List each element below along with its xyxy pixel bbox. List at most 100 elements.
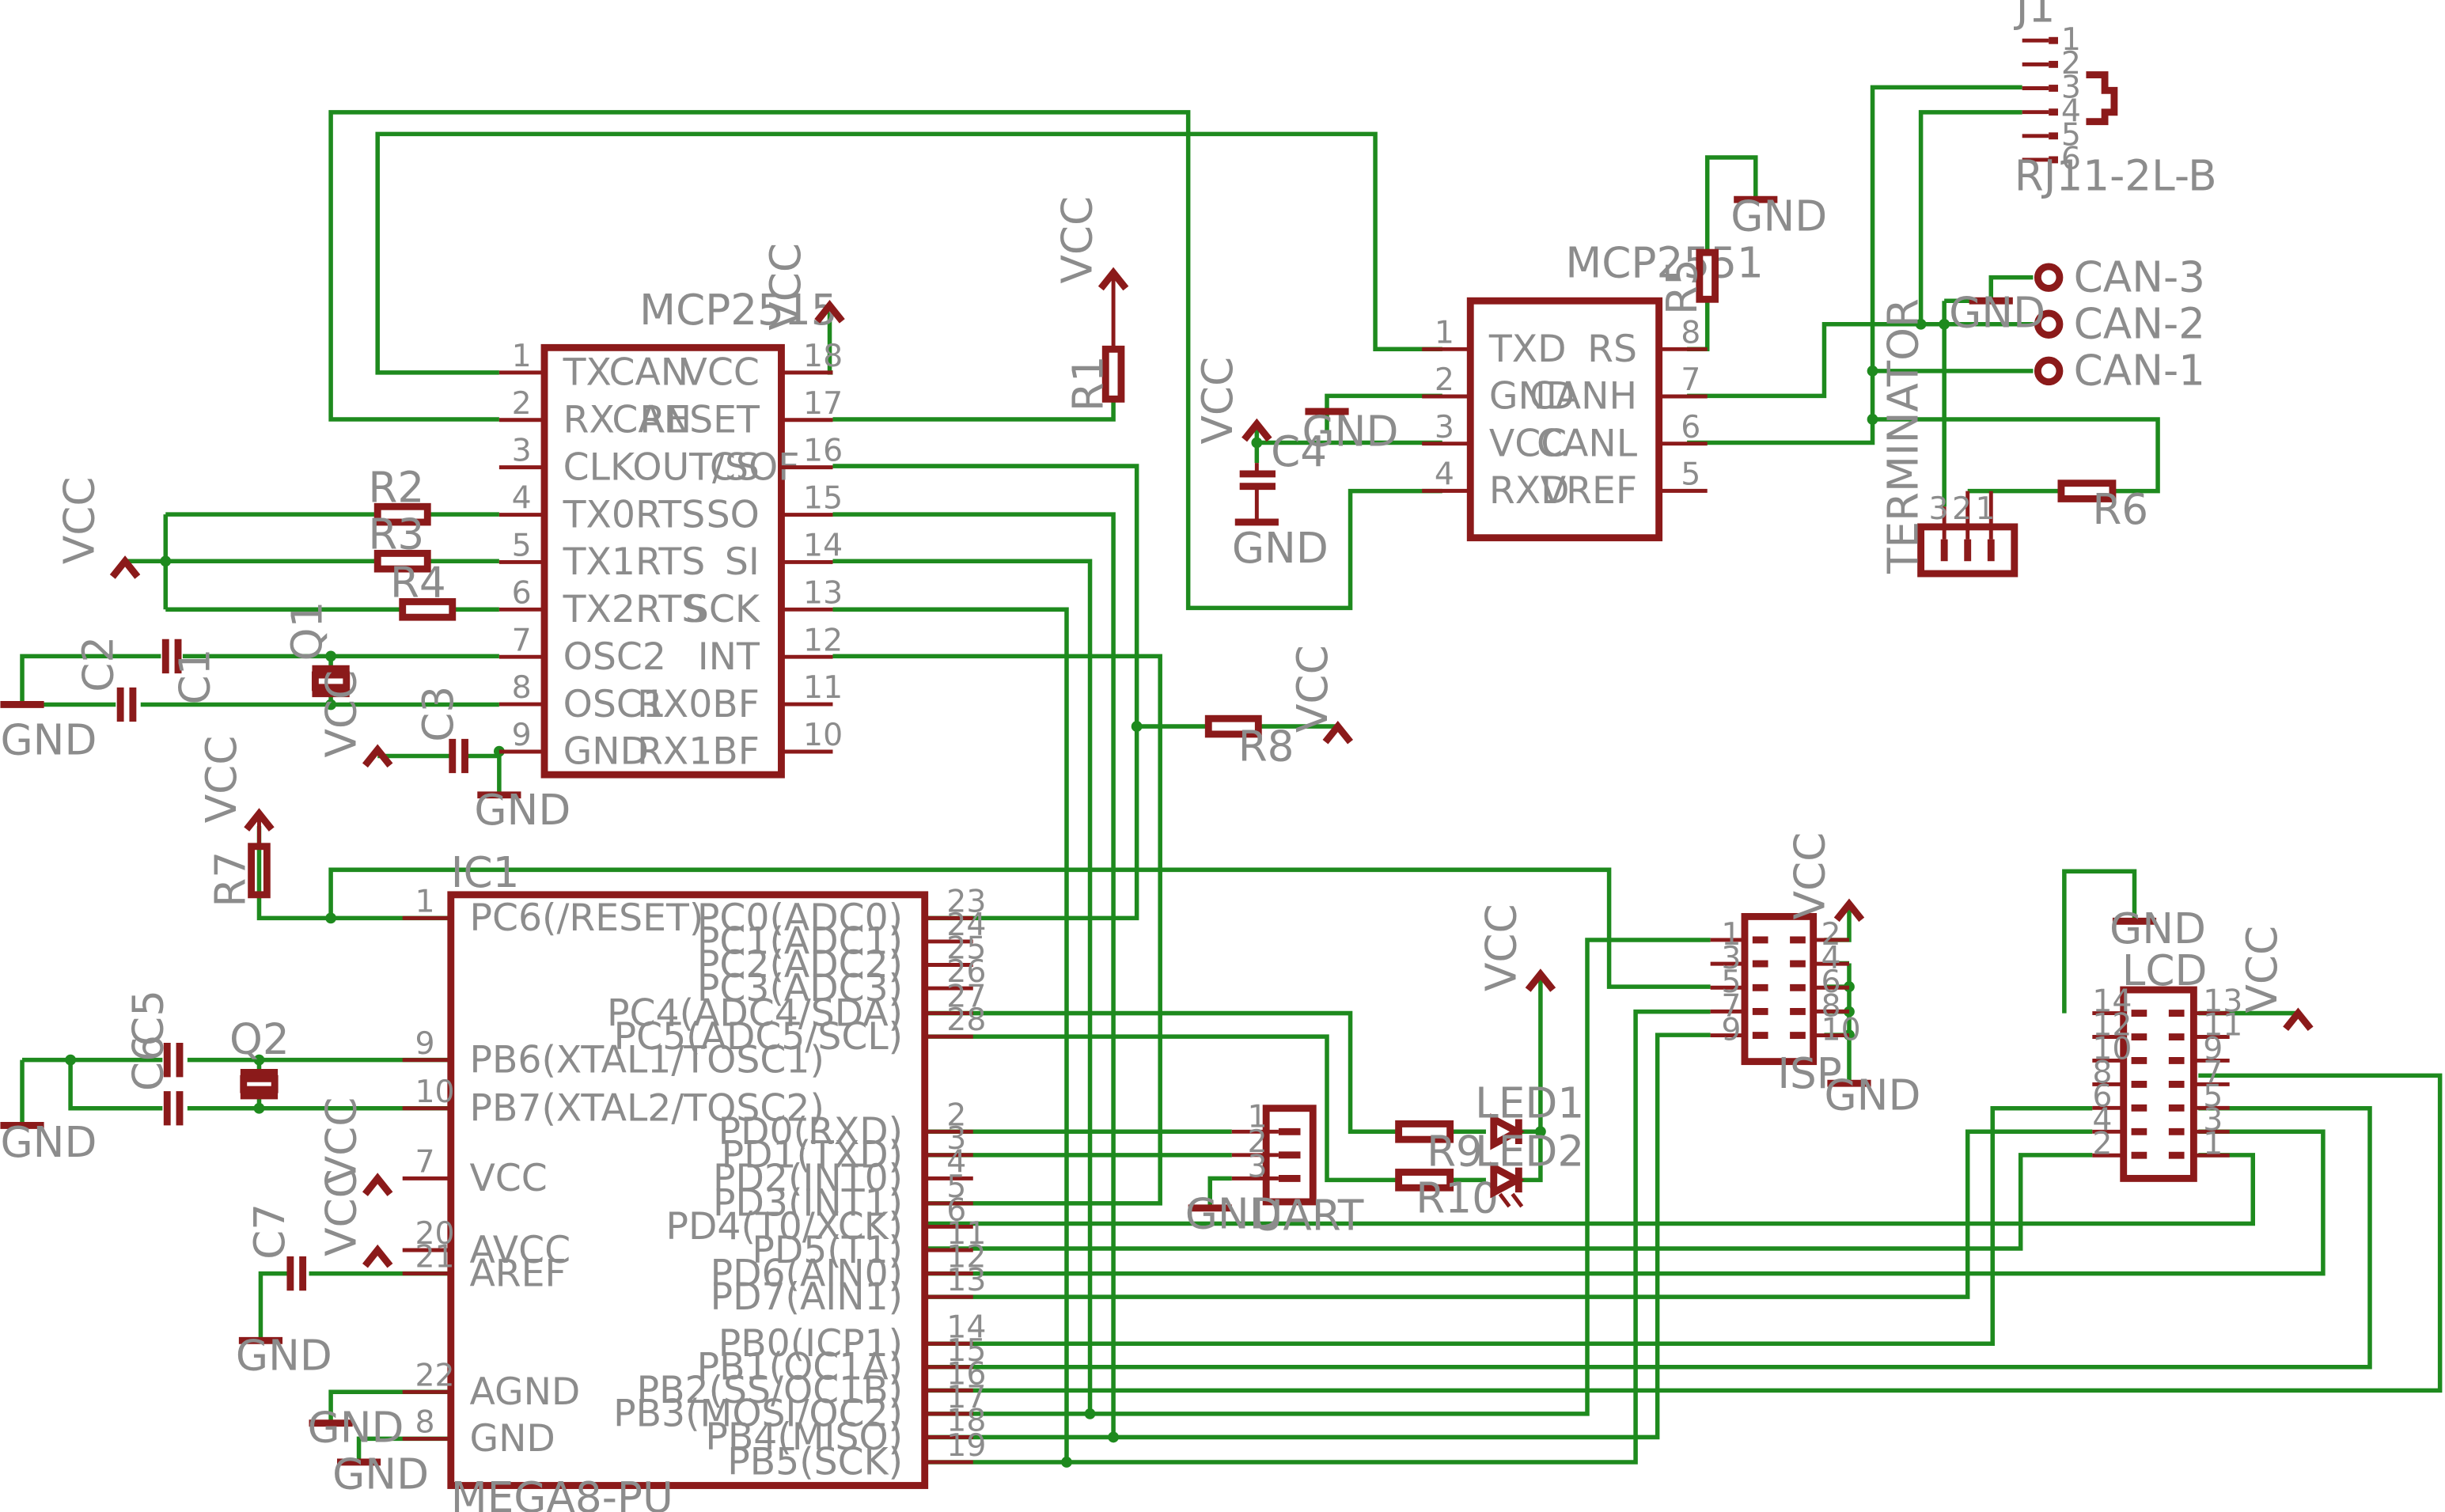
wire-led1 [926, 974, 1543, 1135]
lcd-label: LCD [2122, 946, 2208, 995]
resistor-r4: R4 [390, 559, 457, 621]
isp-pin-5: 5 [1721, 964, 1741, 1000]
lcd-pin-1: 1 [2203, 1125, 2223, 1161]
chip-ic1-pin-22-number: 22 [415, 1357, 454, 1393]
jack-j1-ref: J1 [2014, 0, 2056, 32]
chip-mcp2515-pin-16-signal: CS [710, 445, 760, 489]
chip-ic1-pin-26-number: 26 [946, 953, 986, 990]
resistor-r5-label: R5 [1658, 259, 1707, 315]
chip-ic1-pin-4-number: 4 [946, 1144, 966, 1180]
chip-mcp2551-pin-8-signal: RS [1587, 328, 1637, 371]
lcd-pin-11: 11 [2203, 1007, 2242, 1044]
jack-j1-pin-3: 3 [2061, 69, 2081, 105]
vcc-symbol-1 [814, 300, 845, 324]
chip-ic1-pin-2-number: 2 [946, 1097, 966, 1133]
lcd-pin-8: 8 [2092, 1054, 2112, 1090]
lcd-pin-4: 4 [2092, 1101, 2112, 1138]
capacitor-c6-label: C6 [123, 1035, 172, 1091]
terminal-can-2: CAN-2 [2074, 300, 2205, 349]
chip-ic1-pin-16-number: 16 [946, 1355, 986, 1392]
chip-mcp2551-pin-4-signal: RXD [1489, 469, 1570, 513]
resistor-r3: R3 [368, 510, 431, 573]
capacitor-c7: C7 [245, 1203, 307, 1291]
gnd-symbol-11-label: GND [1185, 1189, 1282, 1238]
chip-mcp2551-pin-2-number: 2 [1435, 362, 1454, 398]
lcd-pin-9: 9 [2203, 1030, 2223, 1067]
wire-canh [1687, 322, 2034, 507]
lcd-pin-6: 6 [2092, 1078, 2112, 1114]
lcd-pin-10: 10 [2092, 1030, 2132, 1067]
chip-mcp2551-pin-5-signal: VREF [1541, 469, 1637, 513]
isp-pin-10: 10 [1821, 1011, 1861, 1048]
chip-ic1-pin-14-number: 14 [946, 1309, 986, 1345]
lcd-pin-14: 14 [2092, 983, 2132, 1020]
gnd-symbol-4-label: GND [1302, 407, 1398, 456]
resistor-r7-label: R7 [207, 851, 256, 908]
terminator-pin-3: 3 [1928, 491, 1948, 527]
chip-ic1-pin-26-signal: PC3(ADC3) [697, 967, 903, 1010]
chip-ic1-pin-25-signal: PC2(ADC2) [697, 943, 903, 987]
vcc-symbol-4-label: VCC [197, 736, 246, 824]
chip-mcp2515-pin-2-number: 2 [512, 385, 532, 422]
isp-pin-7: 7 [1721, 987, 1741, 1024]
junctions [65, 318, 1950, 1468]
chip-ic1-pin-6-number: 6 [946, 1192, 966, 1229]
chip-mcp2515-pin-3-number: 3 [512, 433, 532, 469]
gnd-symbol-10-label: GND [332, 1449, 429, 1499]
resistor-r2-label: R2 [368, 463, 424, 512]
resistor-r10-label: R10 [1416, 1174, 1499, 1223]
crystals: Q1 Q2 [229, 601, 351, 1100]
wire-mcp-reset [832, 402, 1116, 422]
chip-mcp2515-name: MCP2515 [639, 286, 837, 335]
chip-mcp2515-pin-6-signal: TX2RTS [563, 588, 706, 631]
terminal-can-1: CAN-1 [2074, 347, 2205, 396]
terminator-jumper: 3 2 1 TERMINATOR [1879, 298, 2019, 578]
chip-ic1-pin-18-signal: PB4(MISO) [705, 1415, 903, 1459]
chip-ic1-pin-23-number: 23 [946, 884, 986, 920]
chip-mcp2515-pin-16-number: 16 [803, 433, 843, 469]
can-terminals: CAN-3 CAN-2 CAN-1 [2034, 252, 2205, 396]
terminator-label: TERMINATOR [1879, 298, 1928, 574]
chip-ic1-pin-7-signal: VCC [469, 1157, 547, 1200]
chip-mcp2515-pin-13-signal: SCK [685, 588, 760, 631]
chip-ic1-pin-14-signal: PB0(ICP1) [718, 1322, 903, 1366]
capacitor-c3-label: C3 [414, 686, 463, 742]
gnd-symbol-12-label: GND [1824, 1071, 1920, 1120]
isp-pin-4: 4 [1821, 940, 1841, 976]
chip-ic1-pin-15-number: 15 [946, 1332, 986, 1369]
resistor-r6-label: R6 [2092, 485, 2148, 534]
chip-ic1-pin-24-signal: PC1(ADC1) [697, 920, 903, 964]
resistors: R1 R2 R3 R4 R5 R6 R7 R8 [207, 248, 2148, 1223]
chip-ic1-pin-20-signal: AVCC [469, 1229, 570, 1272]
capacitor-c5: C5 [123, 990, 184, 1078]
wire-lcd [926, 869, 2443, 1393]
resistor-r6: R6 [2057, 479, 2148, 534]
vcc-symbol-8 [1525, 968, 1556, 992]
uart-header: 1 2 3 UART [1231, 1098, 1364, 1240]
wire-canl [1687, 85, 2160, 494]
jack-j1-pin-5: 5 [2061, 117, 2081, 153]
vcc-symbol-8-label: VCC [1476, 904, 1526, 991]
uart-pin-3: 3 [1248, 1148, 1268, 1184]
chip-ic1-pin-15-signal: PB1(OC1A) [697, 1346, 904, 1389]
chip-ic1-pin-4-signal: PD2(INT0) [713, 1157, 903, 1200]
isp-label: ISP [1777, 1049, 1842, 1098]
crystal-q2-label: Q2 [229, 1015, 290, 1064]
jack-j1-pin-2: 2 [2061, 45, 2081, 81]
chip-mcp2551-pin-3-signal: VCC [1489, 422, 1567, 465]
vcc-symbol-9-label: VCC [1785, 832, 1834, 920]
chip-mcp2515-pin-1-signal: TXCAN [563, 351, 689, 395]
gnd-symbol-3-label: GND [1730, 192, 1827, 241]
chip-ic1-pin-22-signal: AGND [469, 1370, 580, 1414]
chip-mcp2551-pin-2-signal: GND [1489, 375, 1575, 419]
vcc-symbol-11-label: VCC [317, 1097, 366, 1185]
wire-sck [832, 607, 1069, 1462]
wire-rxcan [328, 110, 1442, 611]
chip-mcp2515-pin-8-signal: OSC1 [563, 683, 666, 726]
vcc-symbol-6 [1322, 720, 1354, 745]
chip-ic1-pin-12-number: 12 [946, 1239, 986, 1275]
chip-ic1-pin-10-number: 10 [415, 1074, 454, 1110]
